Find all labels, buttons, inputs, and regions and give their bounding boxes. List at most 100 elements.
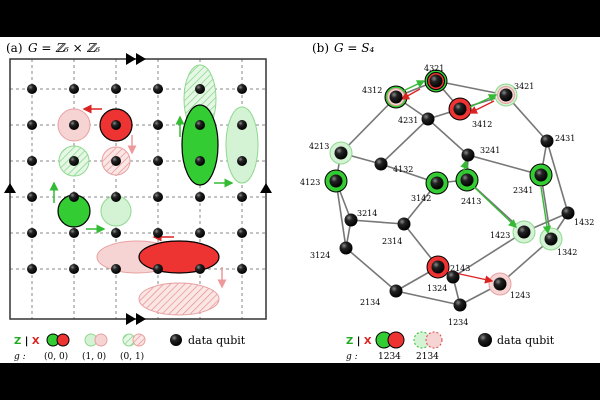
red-x-horizontal-stabilizer [138,240,220,274]
data-qubit [69,264,79,274]
graph-node-label: 1243 [510,291,530,300]
boundary-arrow-right [260,183,272,193]
panel-a-data-qubits [27,84,247,274]
figure-canvas: (a) G = ℤ₆ × ℤ₆ [0,37,600,363]
legend-a-g-00: (0, 0) [44,351,68,362]
graph-node-label: 2134 [360,298,380,307]
data-qubit [237,192,247,202]
panel-b-group: G = S₄ [334,41,374,55]
graph-node-qubit [431,260,445,274]
legend-a-qubit-icon [170,334,182,346]
data-qubit [153,228,163,238]
data-qubit [153,264,163,274]
graph-node-qubit [329,174,343,188]
graph-node-qubit [389,284,403,298]
graph-edge [345,247,397,292]
data-qubit [153,84,163,94]
graph-node-label: 1234 [448,318,468,327]
panel-a-label: (a) [6,41,23,55]
graph-node-label: 3421 [514,82,534,91]
legend-b-g-label: g : [346,352,358,362]
boundary-double-arrow-top [126,53,146,65]
legend-b-light-red [425,331,443,349]
data-qubit [69,192,79,202]
figure-svg: (a) G = ℤ₆ × ℤ₆ [4,41,594,362]
graph-node-qubit [534,168,548,182]
data-qubit [153,156,163,166]
graph-edge [427,118,469,156]
panel-a-grid [4,53,272,325]
graph-node-label: 2413 [461,197,481,206]
panel-b-label: (b) [312,41,329,55]
data-qubit [69,84,79,94]
data-qubit [69,120,79,130]
boundary-double-arrow-bottom [126,313,146,325]
data-qubit [195,264,205,274]
legend-b-g-2134: 2134 [416,352,439,362]
graph-edge [340,96,397,154]
graph-node-qubit [540,134,554,148]
legend-a-light-red [94,333,108,347]
graph-node-qubit [493,277,507,291]
graph-edge [380,118,429,165]
legend-a-g-label: g : [14,352,26,362]
hatched-red-horizontal-stabilizer [138,282,220,316]
graph-node-label: 2314 [382,237,402,246]
graph-node-label: 3412 [472,120,492,129]
graph-edge [395,290,461,306]
boundary-arrow-left [4,183,16,193]
graph-edge [546,140,569,214]
graph-edge [350,219,405,225]
graph-node-qubit [453,102,467,116]
legend-b-zx: Z | X [346,336,372,347]
graph-node-qubit [460,173,474,187]
data-qubit [69,156,79,166]
data-qubit [195,192,205,202]
graph-node-qubit [374,157,388,171]
data-qubit [111,156,121,166]
graph-node-label: 2341 [513,186,533,195]
data-qubit [237,228,247,238]
data-qubit [195,84,205,94]
legend-b-qubit-icon [478,333,492,347]
graph-node-qubit [421,112,435,126]
graph-edge [435,80,507,96]
data-qubit [111,264,121,274]
torus-boundary [9,58,267,320]
graph-node-label: 3142 [411,194,431,203]
graph-node-label: 4231 [398,116,418,125]
panel-a-shift-arrows [49,104,234,289]
data-qubit [27,156,37,166]
legend-a-g-01: (0, 1) [120,351,144,362]
data-qubit [195,228,205,238]
graph-node-label: 3241 [480,146,500,155]
legend-b-g-1234: 1234 [378,352,401,362]
data-qubit [69,228,79,238]
graph-edge [452,231,525,278]
legend-b-red [387,331,405,349]
legend-a-hatched-red [132,333,146,347]
data-qubit [237,156,247,166]
graph-node-qubit [461,148,475,162]
data-qubit [27,228,37,238]
data-qubit [111,84,121,94]
data-qubit [195,156,205,166]
legend-a-g-10: (1, 0) [82,351,106,362]
graph-node-label: 2143 [450,264,470,273]
data-qubit [111,228,121,238]
graph-node-qubit [397,217,411,231]
data-qubit [153,192,163,202]
graph-node-label: 4312 [362,86,382,95]
data-qubit [153,120,163,130]
data-qubit [237,120,247,130]
graph-node-label: 4123 [300,178,320,187]
data-qubit [111,120,121,130]
graph-node-qubit [517,225,531,239]
data-qubit [27,264,37,274]
legend-b: Z | X g : 1234 2134 data qubit [346,331,555,362]
graph-node-label: 1342 [557,248,577,257]
graph-edge [467,154,542,176]
graph-node-qubit [561,206,575,220]
graph-node-label: 2431 [555,134,575,143]
data-qubit [27,192,37,202]
